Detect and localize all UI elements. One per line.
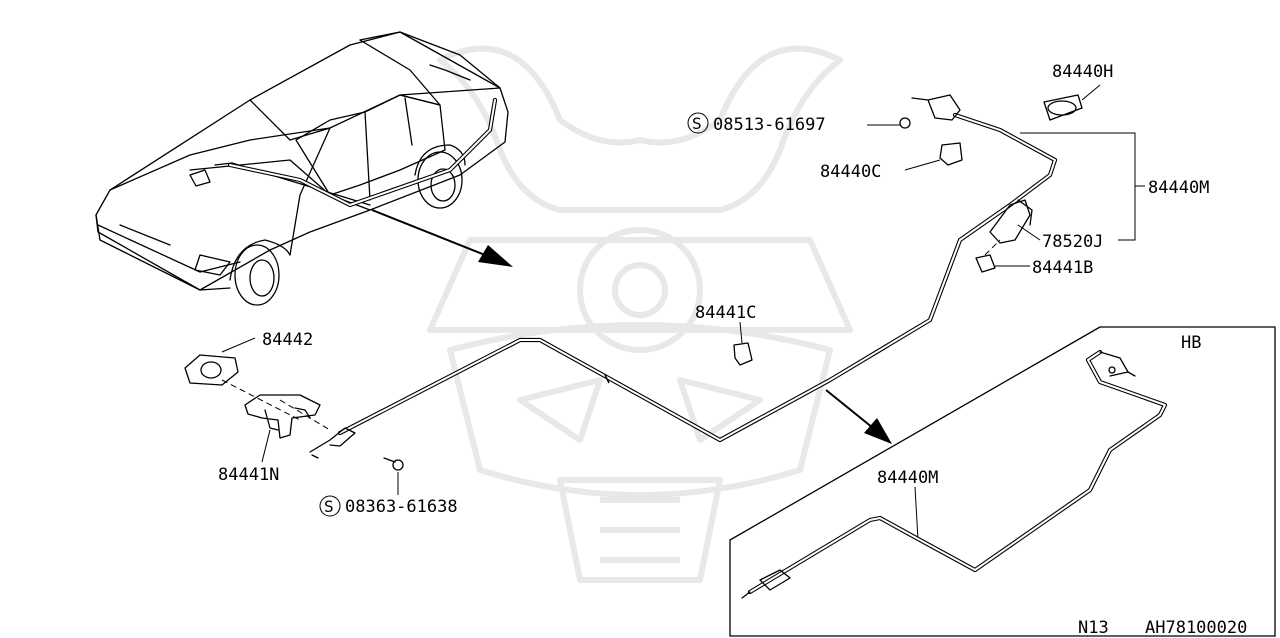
label-84441n: 84441N bbox=[218, 465, 279, 485]
cable-clip-84441c bbox=[733, 342, 753, 366]
direction-arrow-upper bbox=[371, 209, 513, 267]
label-84440c: 84440C bbox=[820, 162, 881, 182]
label-84440h: 84440H bbox=[1052, 62, 1113, 82]
footer-code: AH78100020 bbox=[1145, 618, 1247, 638]
label-84440m: 84440M bbox=[1148, 178, 1209, 198]
direction-arrow-inset bbox=[825, 389, 892, 444]
s-mark-08363: S bbox=[319, 495, 341, 517]
release-handle-cluster bbox=[899, 94, 1083, 273]
label-08513-61697: 08513-61697 bbox=[713, 115, 826, 135]
label-08363-61638: 08363-61638 bbox=[345, 497, 458, 517]
svg-text:S: S bbox=[324, 497, 334, 516]
label-84441b: 84441B bbox=[1032, 258, 1093, 278]
label-84441c: 84441C bbox=[695, 303, 756, 323]
leader-lines bbox=[221, 84, 1145, 541]
inset-label: HB bbox=[1181, 333, 1201, 353]
hood-release-cable bbox=[309, 112, 1058, 459]
label-84440m-hb: 84440M bbox=[877, 468, 938, 488]
callout-labels: 84442 84441N S 08363-61638 S 08513-61697… bbox=[218, 62, 1247, 638]
samurai-helmet-watermark bbox=[427, 45, 853, 583]
label-84442: 84442 bbox=[262, 330, 313, 350]
footer-model: N13 bbox=[1078, 618, 1109, 638]
bolt-08363 bbox=[383, 457, 404, 471]
s-mark-08513: S bbox=[687, 112, 709, 134]
car-illustration bbox=[95, 31, 509, 306]
hood-lock-assembly bbox=[184, 354, 331, 439]
hb-inset-panel bbox=[729, 326, 1276, 637]
label-78520j: 78520J bbox=[1042, 232, 1103, 252]
svg-text:S: S bbox=[692, 114, 702, 133]
